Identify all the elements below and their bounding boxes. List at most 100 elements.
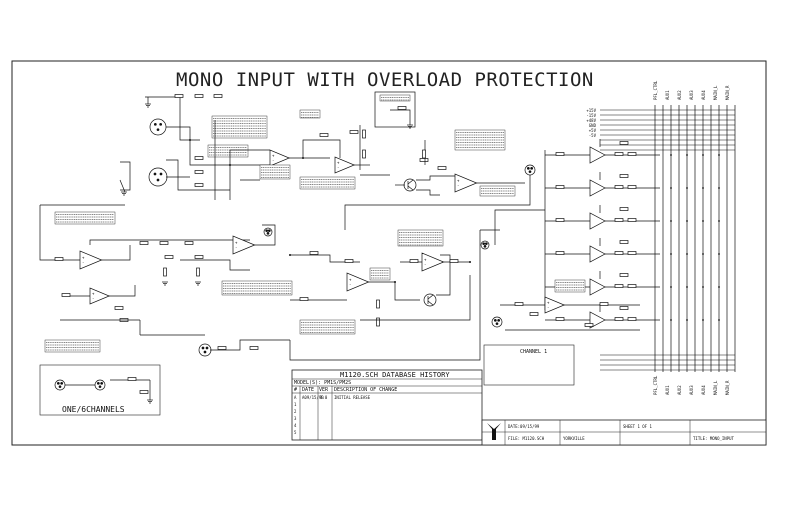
jack-out-icon [524, 164, 536, 176]
history-date: A09/15/99 [302, 395, 324, 400]
junction-dot [702, 253, 704, 255]
junction-dot [702, 286, 704, 288]
junction-dot [702, 319, 704, 321]
wire [436, 254, 451, 296]
resistor [614, 284, 624, 288]
resistor [627, 284, 637, 288]
send-amp [589, 212, 606, 230]
pin [528, 170, 532, 174]
op-amp-eq [232, 235, 256, 255]
op-amp-comp [346, 272, 370, 292]
junction-dot [686, 253, 688, 255]
bus-label: AUX2 [677, 385, 682, 395]
resistor [164, 255, 174, 259]
send-amp [589, 278, 606, 296]
transistor-collector [407, 179, 414, 185]
junction-dot [670, 286, 672, 288]
wire [302, 139, 341, 158]
junction-dot [670, 319, 672, 321]
jack-channel-icon [54, 379, 66, 391]
op-amp-plus: + [235, 240, 238, 245]
rail-label: -5V [589, 133, 597, 138]
wire [39, 205, 60, 261]
pin [156, 178, 160, 182]
history-col-desc: DESCRIPTION OF CHANGE [334, 387, 397, 393]
resistor [614, 317, 624, 321]
junction-dot [469, 261, 471, 263]
pin [153, 172, 157, 176]
resistor [194, 183, 204, 187]
jack-insert-icon [491, 316, 503, 328]
pin [484, 242, 488, 246]
history-col-date: DATE [302, 387, 314, 393]
pin [201, 346, 205, 350]
resistor [599, 302, 609, 306]
resistor [194, 170, 204, 174]
transistor-emitter [427, 300, 434, 306]
resistor [449, 259, 459, 263]
junction-dot [229, 164, 231, 166]
resistor [619, 273, 629, 277]
rail-label: GND [589, 123, 597, 128]
op-amp-plus: + [349, 277, 352, 282]
pin [526, 166, 530, 170]
history-ver: 1.0 [320, 395, 328, 400]
junction-dot [289, 254, 291, 256]
resistor [213, 94, 223, 98]
wire [120, 161, 131, 191]
bus-label: AUX4 [701, 385, 706, 395]
junction-dot [718, 253, 720, 255]
transistor-output-icon [403, 178, 417, 192]
bus-label: AUX2 [677, 90, 682, 100]
pin [497, 318, 501, 322]
resistor [61, 293, 71, 297]
junction-dot [686, 319, 688, 321]
xlr-input-icon [149, 118, 167, 136]
titleblock-sheet: SHEET 1 OF 1 [623, 424, 652, 429]
pin [495, 322, 499, 326]
op-amp-plus: + [457, 178, 460, 183]
resistor [614, 152, 624, 156]
titleblock-company: YORKVILLE [563, 436, 585, 441]
resistor [299, 297, 309, 301]
part-table [369, 267, 391, 281]
resistor [344, 259, 354, 263]
resistor [249, 346, 259, 350]
jack-input-icon [148, 167, 168, 187]
send-amp [589, 146, 606, 164]
op-amp-plus: + [337, 160, 340, 165]
bus-label: AUX3 [689, 385, 694, 395]
history-num: 2 [294, 409, 297, 414]
resistor [194, 156, 204, 160]
resistor [584, 323, 594, 327]
resistor [217, 346, 227, 350]
pin [96, 381, 100, 385]
junction-dot [670, 220, 672, 222]
pin [56, 381, 60, 385]
op-amp-minus: - [82, 260, 84, 265]
op-amp-input-2 [334, 156, 356, 174]
rail-label: +5V [589, 128, 597, 133]
titleblock-drawn: DATE:09/15/99 [508, 424, 540, 429]
resistor [376, 317, 380, 327]
channel-box-label: CHANNEL 1 [520, 349, 547, 355]
history-table: M1120.SCH DATABASE HISTORY MODEL(S): PM1… [291, 369, 483, 441]
pin [203, 350, 207, 354]
pin [267, 229, 271, 233]
op-amp-input [269, 149, 291, 167]
resistor [159, 241, 169, 245]
resistor [627, 317, 637, 321]
resistor [422, 149, 426, 159]
resistor [555, 185, 565, 189]
resistor [139, 390, 149, 394]
channels-label: ONE/6CHANNELS [62, 405, 125, 414]
op-amp-minus: - [337, 165, 339, 170]
jack-channel-icon [94, 379, 106, 391]
resistor [627, 251, 637, 255]
wire [360, 275, 471, 321]
resistor [627, 152, 637, 156]
wire [101, 245, 131, 261]
resistor [555, 251, 565, 255]
wire [89, 239, 250, 245]
